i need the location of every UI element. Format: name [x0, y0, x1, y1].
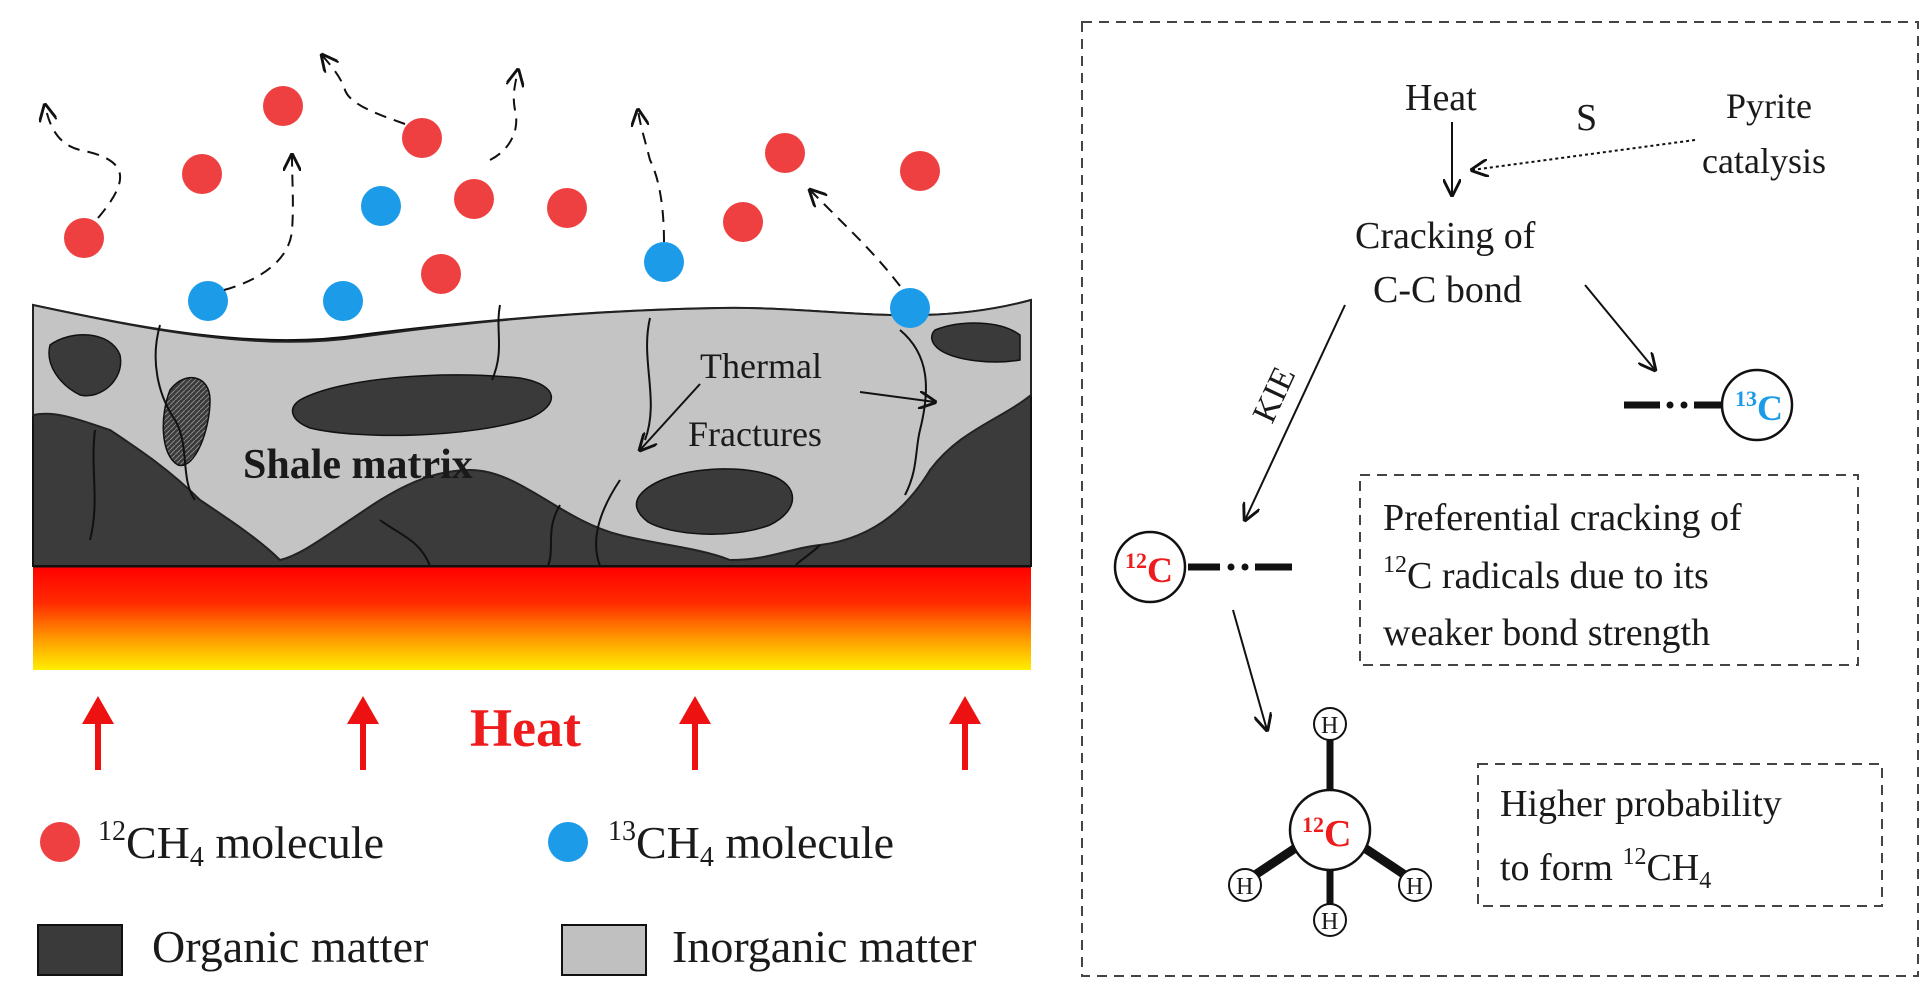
heat-arrows — [82, 696, 981, 770]
legend-ch4-12-swatch — [40, 822, 80, 862]
legend-ch4-13-swatch — [548, 822, 588, 862]
legend-inorganic-swatch — [561, 924, 647, 976]
box2-line2: to form 12CH4 — [1500, 844, 1711, 894]
ch4-12-dot — [64, 218, 104, 258]
methane-center-label: 12C — [1302, 812, 1351, 855]
fracture-label-line1: Thermal — [700, 346, 822, 386]
box1-line2: 12C radicals due to its — [1383, 552, 1709, 597]
arrow-to-methane — [1232, 609, 1267, 730]
ch4-13-dot — [188, 281, 228, 321]
ch4-13-dot — [361, 186, 401, 226]
shale-matrix-label: Shale matrix — [243, 442, 473, 488]
ch4-12-dot — [454, 179, 494, 219]
box2-line1: Higher probability — [1500, 783, 1782, 825]
ch4-13-dot — [644, 242, 684, 282]
organic-patch-4 — [635, 468, 794, 535]
fracture-label-line2: Fractures — [688, 414, 822, 454]
ch4-12-dot — [723, 202, 763, 242]
organic-patch-2 — [162, 376, 211, 466]
ch4-12-dot — [421, 254, 461, 294]
pyrite-label-line1: Pyrite — [1726, 86, 1812, 126]
mechanism-heat-label: Heat — [1405, 77, 1477, 119]
arrow-to-c12-kie — [1245, 304, 1346, 520]
methane-molecule: 12C H H H H — [1228, 707, 1432, 937]
shale-block: Thermal Fractures Shale matrix — [32, 298, 1032, 670]
ch4-12-dot — [263, 86, 303, 126]
ch4-13-dot — [323, 281, 363, 321]
ch4-13-molecules — [188, 186, 930, 328]
pyrite-label-line2: catalysis — [1702, 141, 1826, 181]
legend: 12CH4 molecule 13CH4 molecule Organic ma… — [37, 816, 976, 976]
ch4-13-dot — [890, 288, 930, 328]
mechanism-panel-border — [1081, 21, 1919, 977]
hydrogen-right: H — [1406, 874, 1423, 900]
kie-label: KIE — [1246, 361, 1303, 428]
ch4-12-dot — [900, 151, 940, 191]
hydrogen-bottom: H — [1321, 909, 1338, 935]
thermal-fracture-lines — [89, 304, 927, 567]
fracture-arrow-left — [640, 383, 701, 450]
hydrogen-top: H — [1321, 713, 1338, 739]
cracking-label-line2: C-C bond — [1373, 269, 1522, 311]
c13-label: 13C — [1735, 386, 1783, 428]
arrow-to-c13 — [1584, 284, 1655, 370]
heat-source-bar — [33, 566, 1031, 670]
higher-probability-box — [1477, 763, 1883, 907]
fracture-arrow-right — [859, 392, 935, 402]
c12-label: 12C — [1125, 548, 1173, 590]
ch4-12-dot — [547, 188, 587, 228]
ch4-12-dot — [182, 154, 222, 194]
preferential-cracking-box — [1359, 474, 1859, 666]
organic-patch-3 — [291, 374, 552, 437]
c12-radical: 12C — [1113, 530, 1292, 604]
organic-patch-1 — [48, 334, 122, 397]
legend-organic-label: Organic matter — [152, 921, 428, 972]
box1-line1: Preferential cracking of — [1383, 497, 1742, 539]
pyrite-dotted-arrow — [1472, 139, 1696, 170]
ch4-12-dot — [402, 118, 442, 158]
sulfur-label: S — [1576, 97, 1597, 139]
cracking-label-line1: Cracking of — [1355, 215, 1536, 257]
legend-ch4-12-label: 12CH4 molecule — [98, 816, 384, 873]
organic-patch-5 — [930, 322, 1021, 363]
legend-organic-swatch — [37, 924, 123, 976]
ch4-12-dot — [765, 133, 805, 173]
c13-radical: 13C — [1624, 368, 1794, 442]
hydrogen-left: H — [1236, 874, 1253, 900]
box1-line3: weaker bond strength — [1383, 612, 1710, 654]
heat-label: Heat — [470, 698, 581, 758]
legend-inorganic-label: Inorganic matter — [672, 921, 976, 972]
escape-arrows — [45, 55, 901, 291]
legend-ch4-13-label: 13CH4 molecule — [608, 816, 894, 873]
ch4-12-molecules — [64, 86, 940, 294]
